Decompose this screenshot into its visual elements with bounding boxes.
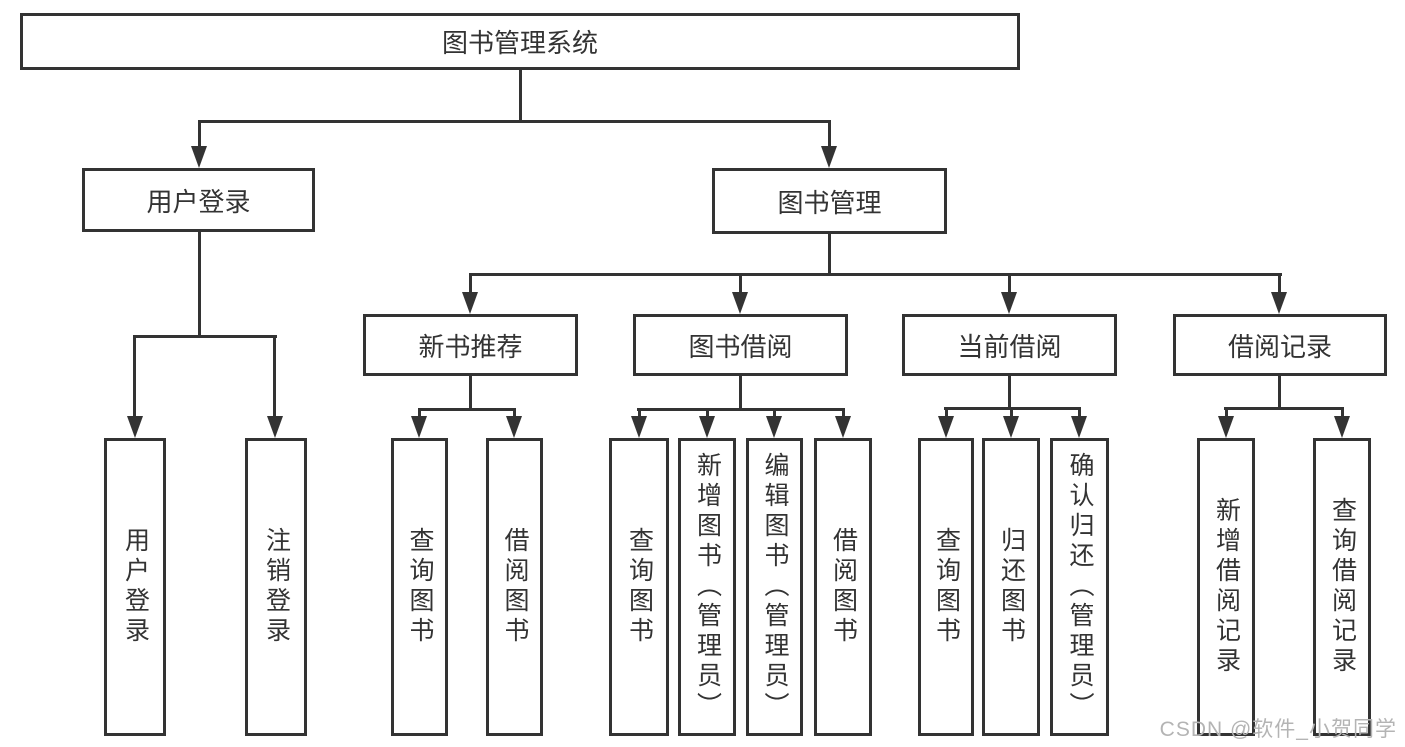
- connector-drop-borrow-leaf1: [638, 408, 641, 422]
- connector-drop-record-leaf1: [1225, 407, 1228, 422]
- arrow-down-icon: [1003, 416, 1019, 438]
- arrow-down-icon: [411, 416, 427, 438]
- connector-drop-current-leaf1: [945, 407, 948, 422]
- connector-user-login-horizontal: [133, 335, 277, 338]
- connector-drop-new-book-recommend: [469, 273, 472, 295]
- connector-drop-book-borrow: [739, 273, 742, 295]
- arrow-down-icon: [191, 146, 207, 168]
- arrow-down-icon: [267, 416, 283, 438]
- node-book-borrow: 图书借阅: [633, 314, 848, 376]
- node-new-book-recommend: 新书推荐: [363, 314, 578, 376]
- connector-drop-book-management: [828, 120, 831, 150]
- connector-borrow-stub: [739, 374, 742, 408]
- connector-drop-recommend-leaf1: [418, 408, 421, 422]
- node-leaf-query-book-recommend: 查询图书: [391, 438, 448, 736]
- connector-drop-current-leaf2: [1010, 407, 1013, 422]
- csdn-watermark: CSDN @软件_小贺同学: [1159, 718, 1397, 741]
- connector-drop-logout-leaf: [273, 335, 276, 420]
- connector-root-stub: [519, 70, 522, 122]
- arrow-down-icon: [1001, 292, 1017, 314]
- arrow-down-icon: [699, 416, 715, 438]
- connector-current-stub: [1008, 374, 1011, 408]
- node-user-login: 用户登录: [82, 168, 315, 232]
- arrow-down-icon: [835, 416, 851, 438]
- connector-record-horizontal: [1224, 407, 1344, 410]
- connector-drop-current-leaf3: [1078, 407, 1081, 422]
- node-current-borrow: 当前借阅: [902, 314, 1117, 376]
- node-book-management: 图书管理: [712, 168, 947, 234]
- connector-drop-record-leaf2: [1341, 407, 1344, 422]
- connector-drop-borrow-leaf2: [706, 408, 709, 422]
- node-leaf-query-book-current: 查询图书: [918, 438, 974, 736]
- connector-drop-user-login: [198, 120, 201, 150]
- node-leaf-add-borrow-record: 新增借阅记录: [1197, 438, 1255, 736]
- arrow-down-icon: [938, 416, 954, 438]
- arrow-down-icon: [1271, 292, 1287, 314]
- node-leaf-edit-book-admin: 编辑图书（管理员）: [746, 438, 803, 736]
- connector-drop-recommend-leaf2: [513, 408, 516, 422]
- arrow-down-icon: [631, 416, 647, 438]
- node-leaf-user-login: 用户登录: [104, 438, 166, 736]
- node-leaf-add-book-admin: 新增图书（管理员）: [678, 438, 736, 736]
- arrow-down-icon: [821, 146, 837, 168]
- connector-level1-horizontal: [198, 120, 831, 123]
- node-leaf-borrow-book: 借阅图书: [814, 438, 872, 736]
- node-leaf-return-book: 归还图书: [982, 438, 1040, 736]
- node-leaf-confirm-return-admin: 确认归还（管理员）: [1050, 438, 1109, 736]
- connector-level3-horizontal: [469, 273, 1282, 276]
- arrow-down-icon: [766, 416, 782, 438]
- connector-drop-current-borrow: [1008, 273, 1011, 295]
- connector-record-stub: [1278, 374, 1281, 408]
- arrow-down-icon: [462, 292, 478, 314]
- node-borrow-record: 借阅记录: [1173, 314, 1387, 376]
- arrow-down-icon: [732, 292, 748, 314]
- arrow-down-icon: [127, 416, 143, 438]
- arrow-down-icon: [506, 416, 522, 438]
- node-leaf-borrow-book-recommend: 借阅图书: [486, 438, 543, 736]
- connector-user-login-stub: [198, 230, 201, 335]
- connector-drop-user-login-leaf: [133, 335, 136, 420]
- node-leaf-query-borrow-record: 查询借阅记录: [1313, 438, 1371, 736]
- connector-borrow-horizontal: [637, 408, 843, 411]
- node-leaf-query-book-borrow: 查询图书: [609, 438, 669, 736]
- connector-book-management-stub: [828, 232, 831, 273]
- node-root: 图书管理系统: [20, 13, 1020, 70]
- connector-recommend-horizontal: [418, 408, 516, 411]
- connector-drop-borrow-record: [1278, 273, 1281, 295]
- connector-drop-borrow-leaf3: [773, 408, 776, 422]
- connector-drop-borrow-leaf4: [842, 408, 845, 422]
- arrow-down-icon: [1334, 416, 1350, 438]
- node-leaf-logout: 注销登录: [245, 438, 307, 736]
- connector-recommend-stub: [469, 374, 472, 408]
- arrow-down-icon: [1218, 416, 1234, 438]
- arrow-down-icon: [1071, 416, 1087, 438]
